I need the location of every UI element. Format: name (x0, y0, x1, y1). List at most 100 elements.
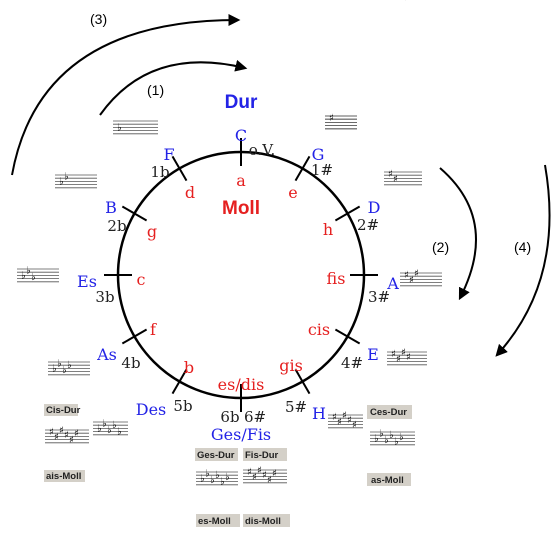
minor-key-f: f (150, 320, 157, 339)
minor-key-fis: fis (327, 269, 346, 288)
arrow-3: (3) (11, 11, 241, 176)
svg-text:♯: ♯ (404, 270, 409, 281)
acc-as: 4b (121, 354, 140, 372)
minor-key-b: b (184, 358, 194, 377)
es-moll-label: es-Moll (198, 516, 231, 527)
minor-key-c: c (137, 270, 146, 289)
cis-dur-label: Cis-Dur (46, 405, 81, 416)
svg-text:♯: ♯ (252, 472, 257, 483)
svg-text:♯: ♯ (272, 469, 277, 480)
major-key-g: G (312, 145, 325, 164)
moll-label: Moll (222, 198, 260, 219)
svg-text:♭: ♭ (389, 430, 394, 441)
staff-b: ♭♭ (55, 172, 97, 189)
svg-text:♭: ♭ (200, 473, 205, 484)
tick-mark (294, 155, 311, 182)
fifth-ticks (104, 138, 378, 412)
enharmonic-right: Ces-Dur as-Moll (367, 405, 412, 486)
major-key-es: Es (77, 272, 97, 291)
arrow-3-label: (3) (90, 11, 107, 27)
svg-text:♭: ♭ (26, 266, 31, 277)
fis-dur-label: Fis-Dur (245, 450, 279, 461)
svg-text:♯: ♯ (337, 417, 342, 428)
svg-text:♭: ♭ (117, 122, 122, 133)
acc-c: o.V. (249, 141, 276, 159)
staff-cis: ♯♯♯♯♯♯♯ (45, 0, 89, 446)
minor-key-cis: cis (308, 320, 330, 339)
acc-f: 1b (150, 163, 169, 181)
svg-text:♭: ♭ (59, 176, 64, 187)
svg-text:♯: ♯ (329, 113, 334, 124)
enharmonic-bottom: Ges-Dur Fis-Dur es-Moll dis-Moll (195, 448, 290, 527)
svg-text:♯: ♯ (352, 420, 357, 431)
staff-es: ♭♭♭ (17, 266, 59, 283)
svg-text:♭: ♭ (225, 472, 230, 483)
svg-text:♯: ♯ (409, 275, 414, 286)
tick-mark (171, 155, 188, 182)
tick-mark (294, 368, 311, 395)
svg-text:♯: ♯ (49, 427, 54, 438)
major-key-e: E (367, 345, 379, 364)
svg-text:♯: ♯ (342, 410, 347, 421)
svg-text:♭: ♭ (374, 433, 379, 444)
arrow-4-label: (4) (514, 239, 531, 255)
major-key-as: As (96, 345, 117, 364)
svg-text:♭: ♭ (394, 437, 399, 448)
ais-moll-label: ais-Moll (46, 471, 81, 482)
tick-mark (171, 368, 188, 395)
staff-h: ♯♯♯♯♯ (328, 410, 363, 431)
acc-fis: 6# (244, 408, 266, 426)
staff-ges: ♭♭♭♭♭♭ (196, 469, 238, 488)
svg-text:♭: ♭ (31, 272, 36, 283)
svg-text:♯: ♯ (347, 415, 352, 426)
as-moll-label: as-Moll (371, 475, 404, 486)
minor-key-a: a (236, 171, 246, 190)
staff-des: ♭♭♭♭♭ (93, 419, 128, 438)
staff-a: ♯♯♯ (400, 268, 442, 287)
svg-text:♯: ♯ (257, 465, 262, 476)
staff-as: ♭♭♭♭ (48, 359, 90, 376)
svg-text:♭: ♭ (107, 425, 112, 436)
acc-g: 1# (311, 161, 333, 179)
svg-text:♭: ♭ (384, 435, 389, 446)
staff-g-overlay: ♯ (325, 113, 357, 130)
svg-text:♭: ♭ (102, 419, 107, 430)
minor-key-d: d (185, 183, 195, 202)
arrow-2: (2) (432, 167, 477, 301)
svg-text:♭: ♭ (97, 423, 102, 434)
major-key-ges-fis: Ges/Fis (211, 425, 271, 444)
minor-key-gis: gis (279, 356, 303, 375)
major-key-d: D (368, 198, 381, 217)
minor-key-e: e (288, 183, 297, 202)
major-key-h: H (312, 404, 326, 423)
tick-mark (121, 328, 148, 345)
dur-label: Dur (225, 92, 258, 113)
arrow-2-label: (2) (432, 239, 449, 255)
enharmonic-left: Cis-Dur ais-Moll (44, 404, 85, 482)
svg-text:♯: ♯ (59, 425, 64, 436)
acc-es: 3b (95, 288, 114, 306)
staff-d: ♯♯ (384, 169, 422, 186)
staff-ces: ♭♭♭♭♭♭♭ (370, 0, 415, 448)
tick-mark (334, 205, 361, 222)
svg-text:♯: ♯ (393, 174, 398, 185)
svg-text:♯: ♯ (332, 412, 337, 423)
svg-text:♭: ♭ (67, 360, 72, 371)
svg-text:♭: ♭ (220, 477, 225, 488)
minor-key-es-dis: es/dis (218, 375, 265, 394)
svg-text:♯: ♯ (262, 470, 267, 481)
svg-text:♭: ♭ (21, 270, 26, 281)
arrow-1-label: (1) (147, 82, 164, 98)
svg-text:♯: ♯ (401, 347, 406, 358)
svg-text:♯: ♯ (64, 430, 69, 441)
staff-e: ♯♯♯♯ (387, 347, 427, 366)
svg-text:♯: ♯ (54, 432, 59, 443)
svg-text:♭: ♭ (117, 427, 122, 438)
svg-text:♭: ♭ (379, 429, 384, 440)
svg-text:♭: ♭ (399, 432, 404, 443)
svg-text:♯: ♯ (406, 352, 411, 363)
acc-ges: 6b (220, 408, 239, 426)
arrow-1: (1) (99, 59, 248, 116)
staff-f: ♭ (113, 120, 158, 135)
